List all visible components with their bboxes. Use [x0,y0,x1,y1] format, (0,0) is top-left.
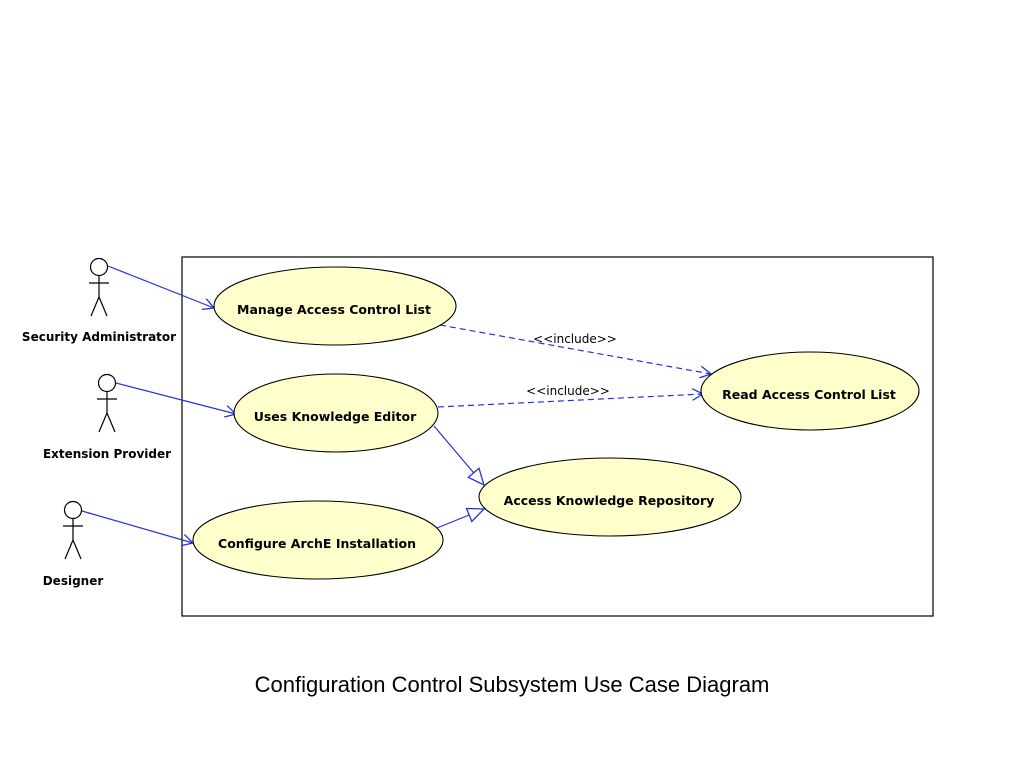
association-extension-provider-uses-knowledge-editor [115,382,236,414]
include-label: <<include>> [526,384,610,398]
use-case-uses-knowledge-editor: Uses Knowledge Editor [233,373,439,453]
use-case-label: Read Access Control List [722,387,896,402]
actor-designer: Designer [43,500,104,588]
stick-figure-icon [97,373,117,433]
use-case-label: Uses Knowledge Editor [254,409,417,424]
association-security-administrator-manage-acl [107,265,214,308]
use-case-access-knowledge-repository: Access Knowledge Repository [478,457,742,537]
use-case-label: Configure ArchE Installation [218,536,416,551]
actor-label: Security Administrator [22,330,176,344]
include-label: <<include>> [533,332,617,346]
include-uses-knowledge-editor-read-acl [437,394,703,408]
generalization-uses-knowledge-editor [433,425,484,485]
diagram-caption: Configuration Control Subsystem Use Case… [254,672,770,697]
actor-extension-provider: Extension Provider [43,373,171,461]
use-case-manage-acl: Manage Access Control List [213,266,457,346]
actor-security-administrator: Security Administrator [22,257,176,344]
generalization-configure-arche [436,509,484,529]
stick-figure-icon [63,500,83,560]
use-case-label: Access Knowledge Repository [504,493,715,508]
actor-label: Designer [43,574,104,588]
stick-figure-icon [89,257,109,317]
system-boundary [181,256,934,617]
use-case-label: Manage Access Control List [237,302,431,317]
association-designer-configure-arche [81,510,193,543]
use-case-read-acl: Read Access Control List [700,351,920,431]
actor-label: Extension Provider [43,447,171,461]
use-case-configure-arche: Configure ArchE Installation [192,500,444,580]
include-manage-acl-read-acl [439,324,711,374]
